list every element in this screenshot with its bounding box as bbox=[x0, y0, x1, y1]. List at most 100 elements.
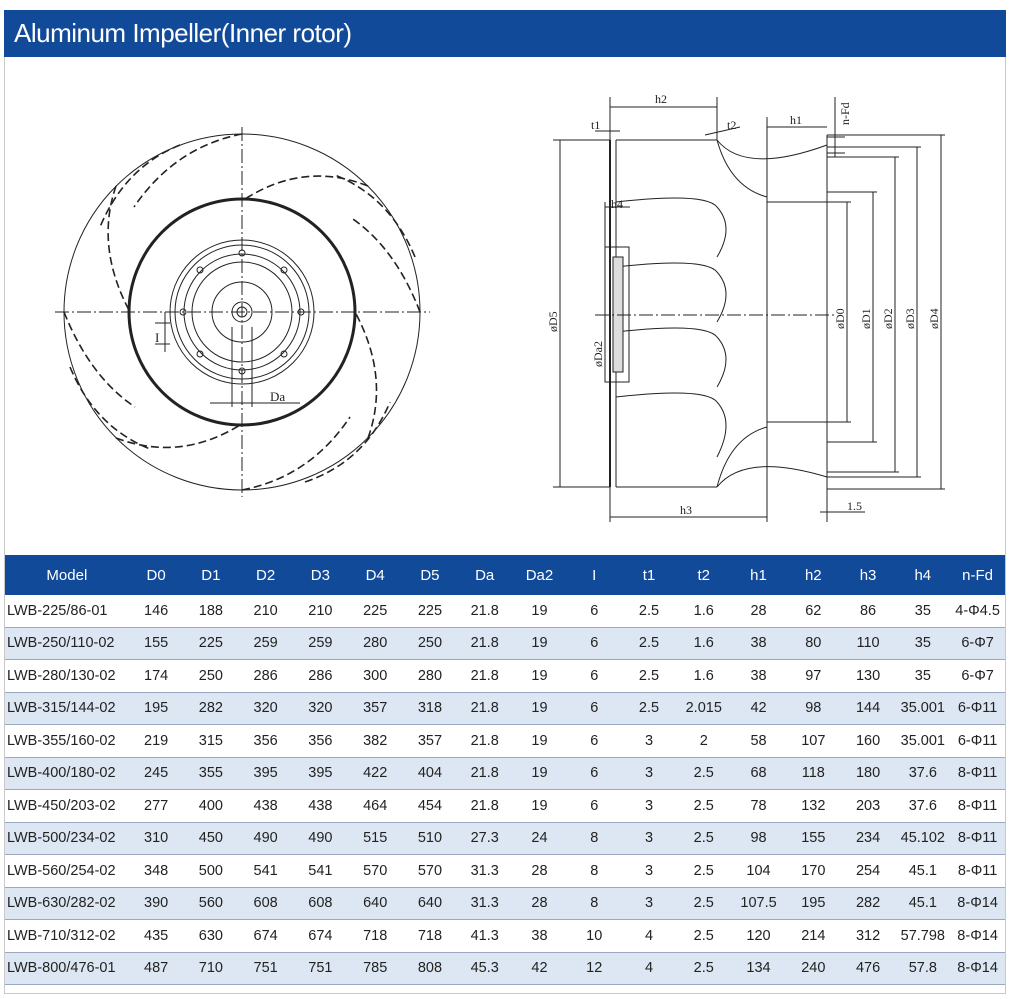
value-cell: 225 bbox=[347, 595, 403, 628]
value-cell: 28 bbox=[731, 595, 786, 628]
header-cell: n-Fd bbox=[950, 555, 1005, 595]
value-cell: 57.798 bbox=[895, 919, 951, 953]
header-cell: D5 bbox=[402, 555, 458, 595]
value-cell: 3 bbox=[621, 724, 677, 758]
value-cell: 4-Φ4.5 bbox=[950, 595, 1005, 628]
value-cell: 21.8 bbox=[457, 595, 513, 628]
value-cell: 6-Φ7 bbox=[950, 659, 1005, 693]
value-cell: 280 bbox=[402, 659, 458, 693]
value-cell: 320 bbox=[293, 692, 348, 725]
value-cell: 2.015 bbox=[676, 692, 732, 725]
value-cell: 282 bbox=[183, 692, 239, 725]
header-cell: h4 bbox=[895, 555, 951, 595]
value-cell: 315 bbox=[183, 724, 239, 758]
value-cell: 42 bbox=[512, 952, 567, 985]
value-cell: 2.5 bbox=[621, 595, 677, 628]
value-cell: 570 bbox=[347, 854, 403, 888]
value-cell: 12 bbox=[566, 952, 622, 985]
value-cell: 282 bbox=[840, 887, 896, 920]
value-cell: 250 bbox=[402, 627, 458, 660]
value-cell: 2.5 bbox=[676, 887, 732, 920]
header-cell: Da bbox=[457, 555, 513, 595]
label-da2: øDa2 bbox=[591, 341, 605, 367]
value-cell: 718 bbox=[347, 919, 403, 953]
value-cell: 240 bbox=[785, 952, 841, 985]
model-cell: LWB-800/476-01 bbox=[5, 952, 129, 985]
label-i: I bbox=[155, 330, 159, 345]
value-cell: 570 bbox=[402, 854, 458, 888]
value-cell: 487 bbox=[128, 952, 184, 985]
value-cell: 27.3 bbox=[457, 822, 513, 855]
value-cell: 35 bbox=[895, 627, 951, 660]
value-cell: 170 bbox=[785, 854, 841, 888]
value-cell: 42 bbox=[731, 692, 786, 725]
value-cell: 355 bbox=[183, 757, 239, 790]
value-cell: 312 bbox=[840, 919, 896, 953]
value-cell: 286 bbox=[238, 659, 294, 693]
value-cell: 320 bbox=[238, 692, 294, 725]
value-cell: 2.5 bbox=[676, 757, 732, 790]
value-cell: 31.3 bbox=[457, 887, 513, 920]
label-h3: h3 bbox=[680, 503, 692, 517]
value-cell: 21.8 bbox=[457, 627, 513, 660]
value-cell: 318 bbox=[402, 692, 458, 725]
value-cell: 68 bbox=[731, 757, 786, 790]
value-cell: 476 bbox=[840, 952, 896, 985]
value-cell: 38 bbox=[731, 659, 786, 693]
value-cell: 310 bbox=[128, 822, 184, 855]
value-cell: 104 bbox=[731, 854, 786, 888]
value-cell: 45.1 bbox=[895, 854, 951, 888]
value-cell: 245 bbox=[128, 757, 184, 790]
label-h1: h1 bbox=[790, 113, 802, 127]
value-cell: 608 bbox=[293, 887, 348, 920]
value-cell: 97 bbox=[785, 659, 841, 693]
value-cell: 640 bbox=[402, 887, 458, 920]
value-cell: 674 bbox=[238, 919, 294, 953]
value-cell: 6-Φ11 bbox=[950, 692, 1005, 725]
value-cell: 3 bbox=[621, 854, 677, 888]
model-cell: LWB-225/86-01 bbox=[5, 595, 129, 628]
title-bar: Aluminum Impeller(Inner rotor) bbox=[4, 10, 1006, 57]
value-cell: 1.6 bbox=[676, 595, 732, 628]
value-cell: 62 bbox=[785, 595, 841, 628]
value-cell: 400 bbox=[183, 789, 239, 823]
header-cell: D0 bbox=[128, 555, 184, 595]
value-cell: 357 bbox=[347, 692, 403, 725]
value-cell: 8-Φ11 bbox=[950, 757, 1005, 790]
value-cell: 98 bbox=[785, 692, 841, 725]
value-cell: 718 bbox=[402, 919, 458, 953]
value-cell: 37.6 bbox=[895, 789, 951, 823]
value-cell: 58 bbox=[731, 724, 786, 758]
value-cell: 21.8 bbox=[457, 692, 513, 725]
value-cell: 80 bbox=[785, 627, 841, 660]
value-cell: 107 bbox=[785, 724, 841, 758]
label-d0: øD0 bbox=[833, 308, 847, 329]
value-cell: 203 bbox=[840, 789, 896, 823]
label-d1: øD1 bbox=[859, 308, 873, 329]
value-cell: 560 bbox=[183, 887, 239, 920]
value-cell: 19 bbox=[512, 724, 567, 758]
value-cell: 19 bbox=[512, 789, 567, 823]
value-cell: 214 bbox=[785, 919, 841, 953]
value-cell: 2.5 bbox=[621, 659, 677, 693]
value-cell: 674 bbox=[293, 919, 348, 953]
value-cell: 134 bbox=[731, 952, 786, 985]
value-cell: 144 bbox=[840, 692, 896, 725]
value-cell: 107.5 bbox=[731, 887, 786, 920]
value-cell: 348 bbox=[128, 854, 184, 888]
value-cell: 210 bbox=[293, 595, 348, 628]
value-cell: 2.5 bbox=[621, 627, 677, 660]
page-title: Aluminum Impeller(Inner rotor) bbox=[14, 18, 352, 48]
header-cell: D4 bbox=[347, 555, 403, 595]
value-cell: 4 bbox=[621, 919, 677, 953]
value-cell: 10 bbox=[566, 919, 622, 953]
value-cell: 500 bbox=[183, 854, 239, 888]
value-cell: 390 bbox=[128, 887, 184, 920]
header-cell: h3 bbox=[840, 555, 896, 595]
